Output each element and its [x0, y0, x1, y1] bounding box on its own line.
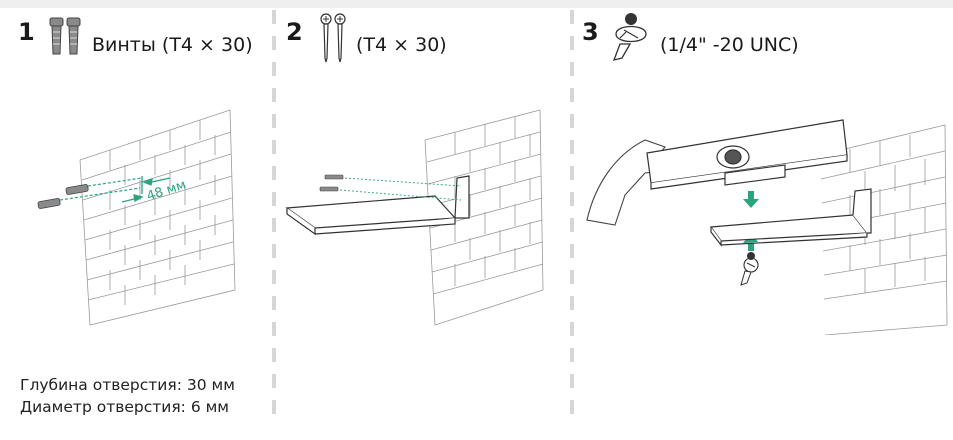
- screws-icon: [320, 13, 346, 63]
- step-1-label: Винты (T4 × 30): [92, 34, 253, 56]
- brick-wall: [79, 109, 236, 326]
- divider-2: [570, 10, 574, 440]
- mounting-bracket: [285, 175, 470, 236]
- thumb-screw-icon: [612, 13, 647, 61]
- divider-1: [272, 10, 276, 440]
- step-1-wall-drilling-figure: [37, 109, 236, 326]
- step-2-label: (T4 × 30): [356, 34, 447, 56]
- brick-wall: [819, 124, 948, 335]
- step-2-bracket-mount-figure: [285, 109, 544, 326]
- hole-diameter-note: Диаметр отверстия: 6 мм: [20, 398, 230, 416]
- hole-depth-note: Глубина отверстия: 30 мм: [20, 376, 235, 394]
- dimension-arrows: [121, 176, 171, 203]
- screw-guide-lines: [339, 177, 462, 201]
- step-3-number: 3: [582, 18, 599, 46]
- step-2-number: 2: [286, 18, 303, 46]
- step-3-label: (1/4" -20 UNC): [660, 34, 799, 56]
- step-1-number: 1: [18, 18, 35, 46]
- mounting-bracket: [709, 188, 872, 247]
- wall-anchors: [37, 184, 89, 209]
- top-bar: [0, 0, 953, 8]
- drill-guide-lines: [59, 177, 143, 201]
- step-3-device-attach-figure: [586, 119, 948, 335]
- thumb-screw: [740, 252, 759, 286]
- wall-anchor-icon: [49, 17, 81, 55]
- green-arrows: [743, 191, 759, 251]
- screws: [319, 174, 344, 192]
- video-bar-device: [646, 119, 848, 190]
